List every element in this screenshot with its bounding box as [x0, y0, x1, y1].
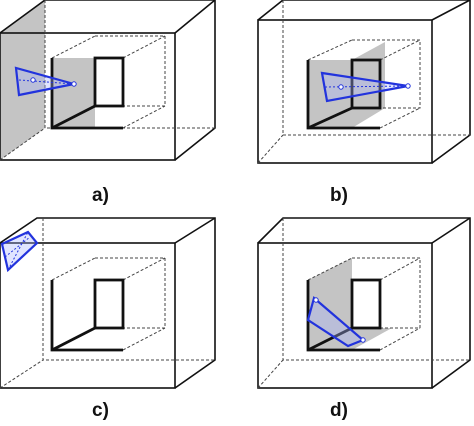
inner-hidden-edge [51, 257, 96, 281]
box-top-side-edges [0, 0, 216, 161]
inner-hidden-edge [122, 327, 166, 351]
camera-point [405, 83, 411, 89]
inner-hidden-edge [122, 257, 166, 281]
box-front-face [0, 32, 176, 161]
inner-hidden-edge [379, 39, 421, 61]
panel-a-label: a) [92, 185, 109, 206]
panel-c-label: c) [92, 400, 109, 421]
inner-hidden-edge [307, 39, 353, 61]
inner-opening [350, 278, 382, 330]
panel-a [0, 0, 216, 161]
box-front-face [0, 242, 176, 389]
inner-hidden-back [95, 257, 166, 329]
box-top-side-edges [257, 0, 471, 164]
box-hidden-edges [42, 218, 215, 361]
inner-front-edges [306, 60, 380, 130]
box-top-right-edge [174, 0, 216, 34]
camera-frustum [14, 66, 75, 97]
camera-point [338, 84, 344, 90]
camera-axis [4, 236, 31, 258]
inner-diagonal [307, 326, 353, 352]
inner-front-edges [50, 280, 123, 352]
box-hidden-edge [0, 359, 44, 389]
inner-hidden-edge [379, 327, 421, 351]
box-top-right-edge [174, 217, 216, 244]
inner-diagonal [51, 326, 96, 352]
inner-hidden-back [95, 35, 166, 107]
shaded-side-plane [352, 42, 385, 128]
box-top-right-edge [431, 217, 471, 244]
camera-axis [18, 79, 75, 85]
panel-d [257, 217, 471, 389]
inner-opening [350, 58, 382, 110]
box-hidden-edge [0, 127, 46, 161]
inner-hidden-back [352, 257, 421, 329]
shaded-bottom-plane [352, 328, 392, 350]
camera-frustum [0, 230, 39, 273]
inner-hidden-edge [51, 35, 96, 59]
panel-b-label: b) [330, 185, 348, 206]
box-hidden-edge [257, 134, 284, 164]
box-front-face [257, 19, 433, 164]
panel-c [0, 217, 216, 389]
inner-hidden-edge [379, 257, 421, 281]
panel-b [257, 0, 471, 164]
inner-hidden-edge [307, 257, 353, 281]
inner-opening [93, 56, 125, 108]
camera-point [71, 81, 77, 87]
box-hidden-edge [257, 359, 284, 389]
shaded-back-plane [308, 60, 352, 128]
inner-hidden-edge [379, 107, 421, 129]
box-front-face [257, 242, 433, 389]
shaded-side-plane [0, 0, 45, 160]
inner-hidden-edge [122, 35, 166, 59]
camera-point [313, 297, 319, 303]
inner-diagonal [51, 104, 96, 130]
box-top-right-edge [431, 0, 471, 21]
camera-point [30, 77, 36, 83]
inner-diagonal [307, 106, 353, 130]
camera-frustum [320, 71, 409, 103]
camera-axis [7, 231, 29, 271]
inner-hidden-back [352, 39, 421, 109]
inner-opening [93, 278, 125, 330]
inner-hidden-edge [122, 105, 166, 129]
camera-point [360, 337, 366, 343]
panel-d-label: d) [330, 400, 348, 421]
